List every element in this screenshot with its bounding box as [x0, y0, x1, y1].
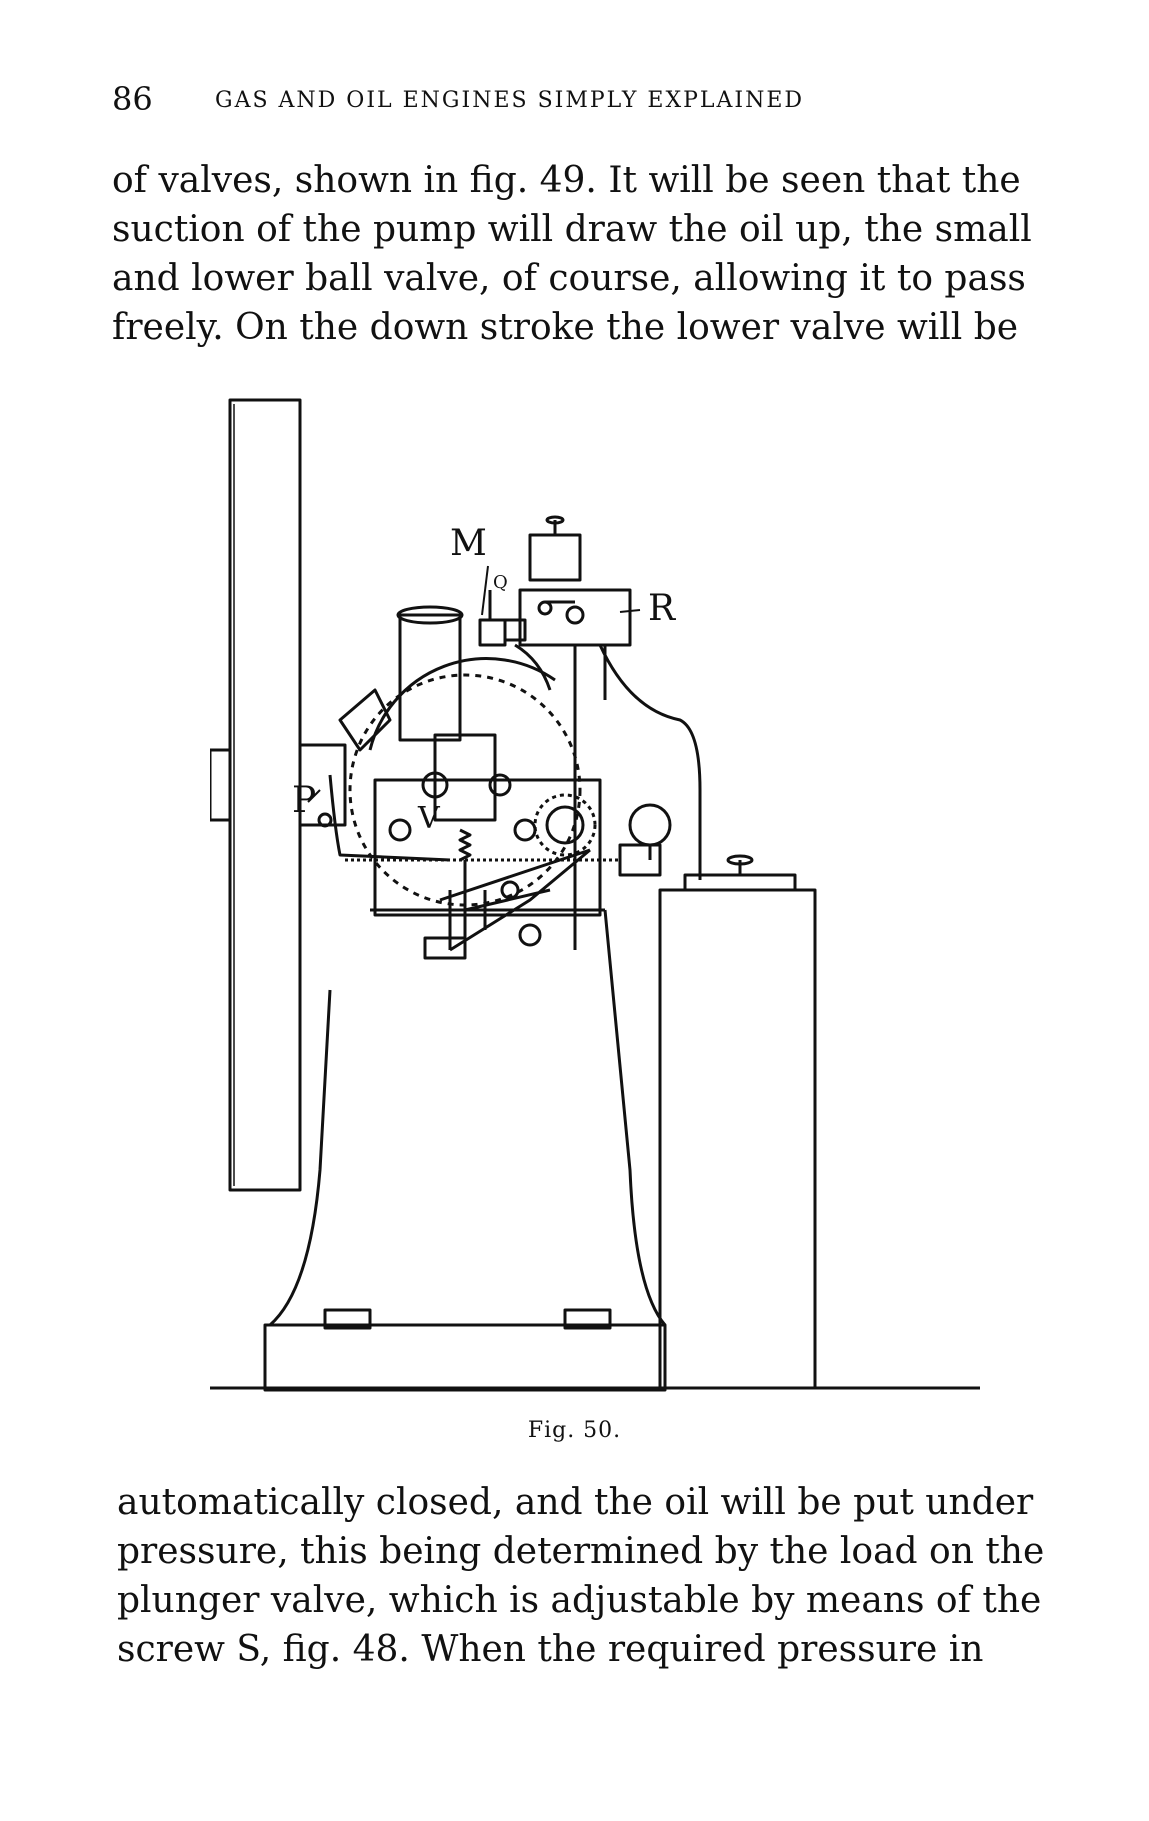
text-line: of valves, shown in fig. 49. It will be … [112, 160, 1021, 201]
engine-figure: M Q R P V [210, 390, 980, 1395]
text-line: and lower ball valve, of course, allowin… [112, 258, 1026, 299]
paragraph-top: of valves, shown in fig. 49. It will be … [112, 156, 1062, 352]
pressure-gauge [628, 803, 672, 847]
lever-links [439, 848, 591, 952]
supply-pipe [573, 644, 702, 950]
label-r: R [648, 588, 676, 629]
text-line: suction of the pump will draw the oil up… [112, 209, 1032, 250]
label-p: P [292, 780, 316, 821]
pedestal [269, 909, 667, 1327]
text-line: screw S, fig. 48. When the required pres… [117, 1629, 984, 1670]
fitting-m [478, 618, 507, 647]
figure-caption: Fig. 50. [527, 1418, 622, 1443]
label-v: V [417, 801, 441, 836]
text-line: freely. On the down stroke the lower val… [112, 307, 1019, 348]
text-line: plunger valve, which is adjustable by me… [117, 1580, 1042, 1621]
flywheel [228, 398, 302, 1192]
text-line: pressure, this being determined by the l… [117, 1531, 1045, 1572]
flywheel-hub [210, 748, 232, 822]
running-title: GAS AND OIL ENGINES SIMPLY EXPLAINED [215, 88, 805, 113]
cylinder [398, 613, 462, 742]
page-header: 86 GAS AND OIL ENGINES SIMPLY EXPLAINED [112, 80, 992, 120]
label-m: M [450, 523, 487, 564]
side-tank [658, 888, 817, 1390]
engine-drawing: M Q R P V [210, 398, 980, 1392]
paragraph-bottom: automatically closed, and the oil will b… [117, 1478, 1067, 1674]
engine-body [373, 778, 602, 917]
oil-tank [518, 588, 632, 647]
valve-spring [458, 828, 472, 862]
text-line: automatically closed, and the oil will b… [117, 1482, 1034, 1523]
label-q: Q [493, 572, 508, 593]
base-plate [263, 1323, 667, 1392]
governor [545, 805, 585, 845]
page-number: 86 [112, 80, 153, 118]
lamp [338, 688, 392, 752]
